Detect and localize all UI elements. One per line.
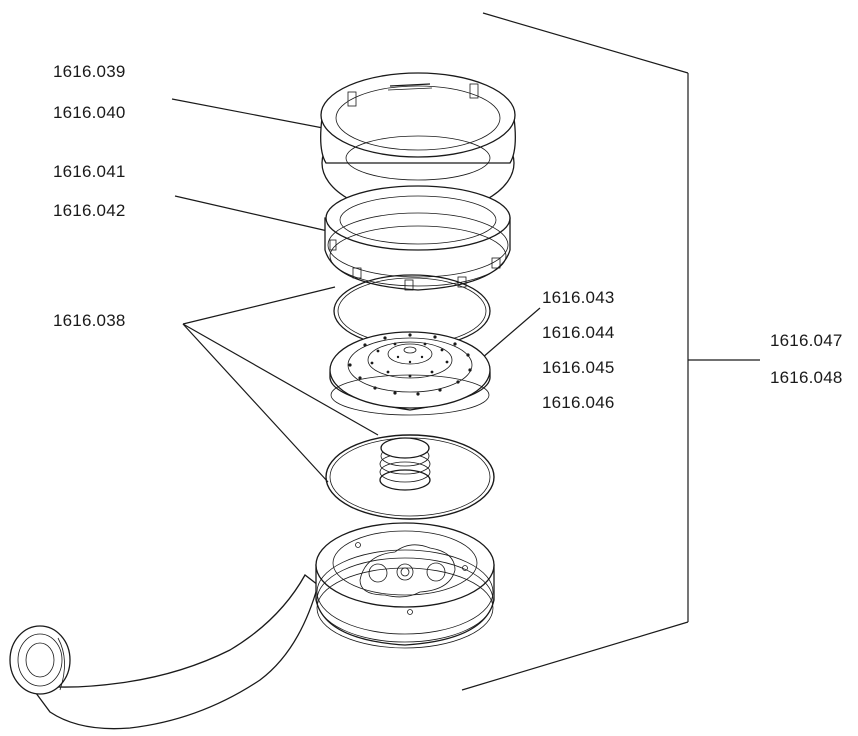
label-ring-top-a: 1616.039 (53, 62, 126, 81)
label-spray-plate-b: 1616.044 (542, 323, 615, 342)
label-spray-plate-d: 1616.046 (542, 393, 615, 412)
o-ring-lower (325, 434, 495, 520)
shower-handle-body (9, 522, 495, 730)
spray-plate (329, 331, 491, 416)
spray-nozzles (348, 333, 472, 396)
top-cover-ring (320, 72, 516, 216)
label-ring-top-b: 1616.040 (53, 103, 126, 122)
assembly-bracket (461, 12, 760, 691)
label-spray-plate-c: 1616.045 (542, 358, 615, 377)
label-assembly-b: 1616.048 (770, 368, 843, 387)
label-seal-group: 1616.038 (53, 311, 126, 330)
label-spray-plate-a: 1616.043 (542, 288, 615, 307)
label-assembly-a: 1616.047 (770, 331, 843, 350)
leader-lines (171, 98, 541, 483)
spring (379, 437, 431, 491)
label-nut-a: 1616.041 (53, 162, 126, 181)
threaded-nut (324, 185, 511, 291)
label-nut-b: 1616.042 (53, 201, 126, 220)
